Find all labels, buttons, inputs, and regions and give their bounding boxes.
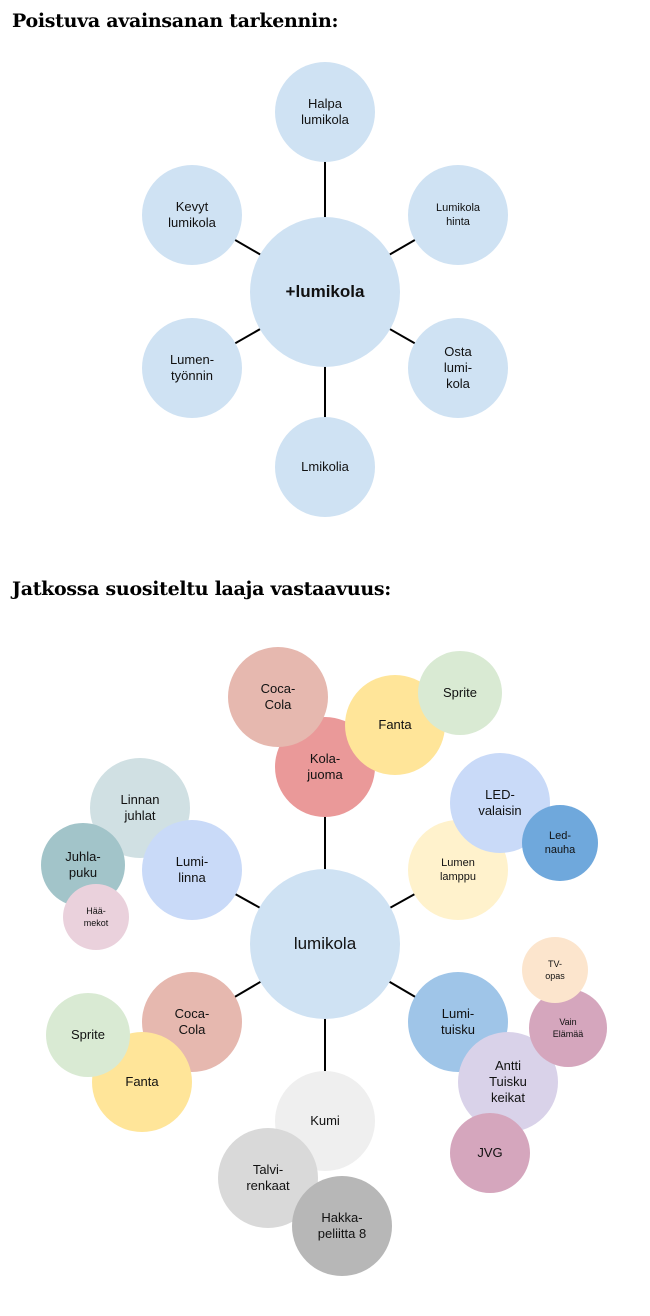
node-tvopas: TV- opas bbox=[522, 937, 588, 1003]
section-heading-recommended: Jatkossa suositeltu laaja vastaavuus: bbox=[12, 578, 391, 600]
node-halpa: Halpa lumikola bbox=[275, 62, 375, 162]
node-cocacola1: Coca- Cola bbox=[228, 647, 328, 747]
node-vainelamaa: Vain Elämää bbox=[529, 989, 607, 1067]
node-lumilinna: Lumi- linna bbox=[142, 820, 242, 920]
node-lednauha: Led- nauha bbox=[522, 805, 598, 881]
node-tyonnin: Lumen- työnnin bbox=[142, 318, 242, 418]
node-hakkapeliitta: Hakka- peliitta 8 bbox=[292, 1176, 392, 1276]
node-kevyt: Kevyt lumikola bbox=[142, 165, 242, 265]
section-heading-outgoing: Poistuva avainsanan tarkennin: bbox=[12, 10, 339, 32]
node-sprite2: Sprite bbox=[46, 993, 130, 1077]
center-node: lumikola bbox=[250, 869, 400, 1019]
node-hinta: Lumikola hinta bbox=[408, 165, 508, 265]
node-osta: Osta lumi- kola bbox=[408, 318, 508, 418]
node-lmikolia: Lmikolia bbox=[275, 417, 375, 517]
node-sprite1: Sprite bbox=[418, 651, 502, 735]
node-jvg: JVG bbox=[450, 1113, 530, 1193]
node-haamekot: Hää- mekot bbox=[63, 884, 129, 950]
center-node: +lumikola bbox=[250, 217, 400, 367]
